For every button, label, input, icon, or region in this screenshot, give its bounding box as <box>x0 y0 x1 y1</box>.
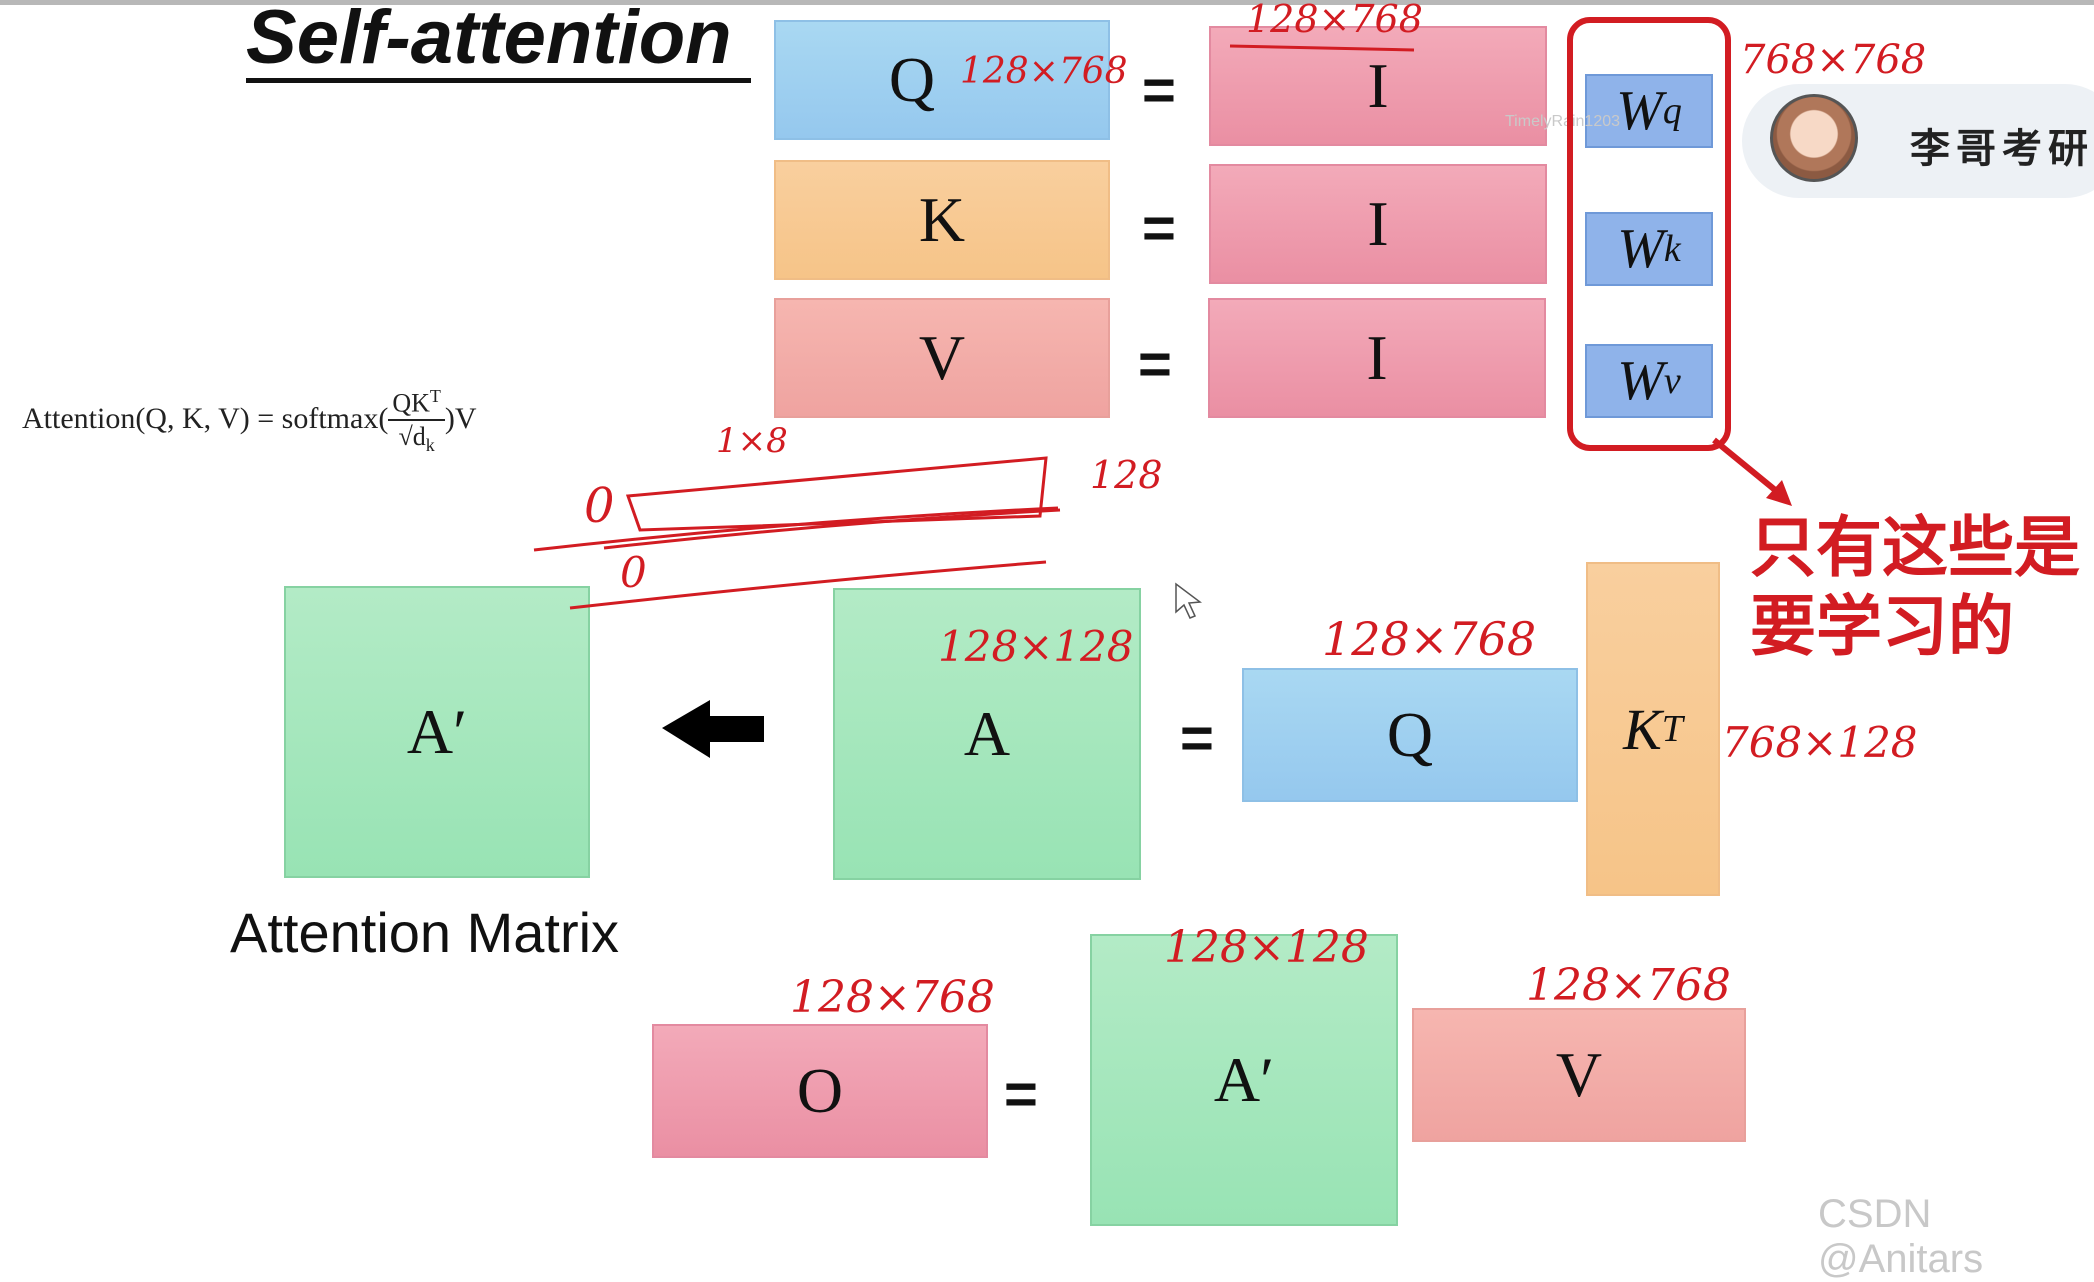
i-label-k: I <box>1367 188 1389 259</box>
equals-sign-k: = <box>1142 196 1176 261</box>
badge-label: 李哥考研 <box>1910 126 2094 172</box>
annotation-overlay <box>533 17 1792 758</box>
a-prime-label-left: A′ <box>406 696 468 767</box>
annotation-row-length: 1×8 <box>716 421 788 461</box>
avatar-icon <box>1770 94 1858 182</box>
title-underline <box>246 78 751 83</box>
annotation-zero-a: 0 <box>584 478 615 534</box>
a-label: A <box>963 698 1011 769</box>
wk-label: W <box>1617 218 1664 280</box>
learnable-note: 只有这些是要学习的 <box>1750 509 2080 666</box>
k-label: K <box>918 184 966 255</box>
hand-underline-i <box>1229 44 1415 52</box>
annotation-q-dim: 128×768 <box>960 51 1128 92</box>
wv-superscript: v <box>1663 360 1681 402</box>
left-arrow-icon <box>662 700 764 758</box>
formula-lhs: Attention(Q, K, V) = softmax( <box>22 402 389 436</box>
a-prime-block-bottom: A′ <box>1090 934 1398 1226</box>
mouse-cursor-icon <box>1175 582 1203 619</box>
annotation-v2-dim: 128×768 <box>1526 960 1731 1011</box>
wq-label: W <box>1616 80 1663 142</box>
i-label-q: I <box>1367 50 1389 121</box>
formula-fraction: QKT√dk <box>388 386 445 457</box>
kt-label: K <box>1623 696 1662 762</box>
weights-highlight-frame <box>1567 17 1731 451</box>
note-pointer-arrow <box>1712 437 1782 497</box>
wq-superscript: q <box>1662 90 1682 132</box>
equals-sign-v: = <box>1138 332 1172 397</box>
i-block-v: I <box>1208 298 1546 418</box>
annotation-a-dim: 128×128 <box>938 622 1134 671</box>
v-label-2: V <box>1555 1039 1603 1110</box>
annotation-o-dim: 128×768 <box>790 972 995 1023</box>
v-block-2: V <box>1412 1008 1746 1142</box>
q-label: Q <box>888 44 936 115</box>
v-block: V <box>774 298 1110 418</box>
a-prime-block-left: A′ <box>284 586 590 878</box>
k-block: K <box>774 160 1110 280</box>
csdn-watermark: CSDN @Anitars <box>1818 1192 1984 1281</box>
annotation-i-dim: 128×768 <box>1246 0 1423 41</box>
wv-label: W <box>1617 350 1664 412</box>
equals-sign-a: = <box>1180 706 1214 771</box>
annotation-zero-b: 0 <box>620 548 647 597</box>
attention-formula: Attention(Q, K, V) = softmax(QKT√dk)V <box>22 386 477 457</box>
formula-rhs: )V <box>444 402 477 436</box>
a-prime-label-bottom: A′ <box>1213 1044 1275 1115</box>
formula-numerator: QKT <box>388 386 445 421</box>
i-block-k: I <box>1209 164 1547 284</box>
hand-row-box <box>625 456 1048 532</box>
o-label: O <box>796 1055 844 1126</box>
hand-row-line-a <box>603 508 1061 550</box>
v-label: V <box>918 322 966 393</box>
i-label-v: I <box>1366 322 1388 393</box>
q-label-2: Q <box>1386 699 1434 770</box>
wk-superscript: k <box>1663 228 1681 270</box>
equals-sign-q: = <box>1142 58 1176 123</box>
q-block: Q <box>774 20 1110 140</box>
note-pointer-arrowhead <box>1766 480 1792 506</box>
attention-matrix-caption: Attention Matrix <box>230 901 620 964</box>
annotation-row-count: 128 <box>1090 453 1163 497</box>
annotation-a-prime-dim: 128×128 <box>1164 922 1369 973</box>
annotation-w-dim: 768×768 <box>1740 37 1927 83</box>
slide-title: Self-attention <box>246 0 732 80</box>
annotation-q2-dim: 128×768 <box>1322 612 1537 666</box>
o-block: O <box>652 1024 988 1158</box>
equals-sign-o: = <box>1004 1062 1038 1127</box>
hand-row-line-c <box>533 506 1059 552</box>
faint-watermark: TimelyRain1203 <box>1505 113 1621 130</box>
formula-denominator: √dk <box>398 421 435 456</box>
a-block: A <box>833 588 1141 880</box>
hand-row-line-b <box>569 560 1047 610</box>
q-block-2: Q <box>1242 668 1578 802</box>
kt-superscript: T <box>1661 708 1683 750</box>
top-bar <box>0 0 2094 5</box>
i-block-q: I <box>1209 26 1547 146</box>
annotation-kt-dim: 768×128 <box>1722 718 1918 767</box>
